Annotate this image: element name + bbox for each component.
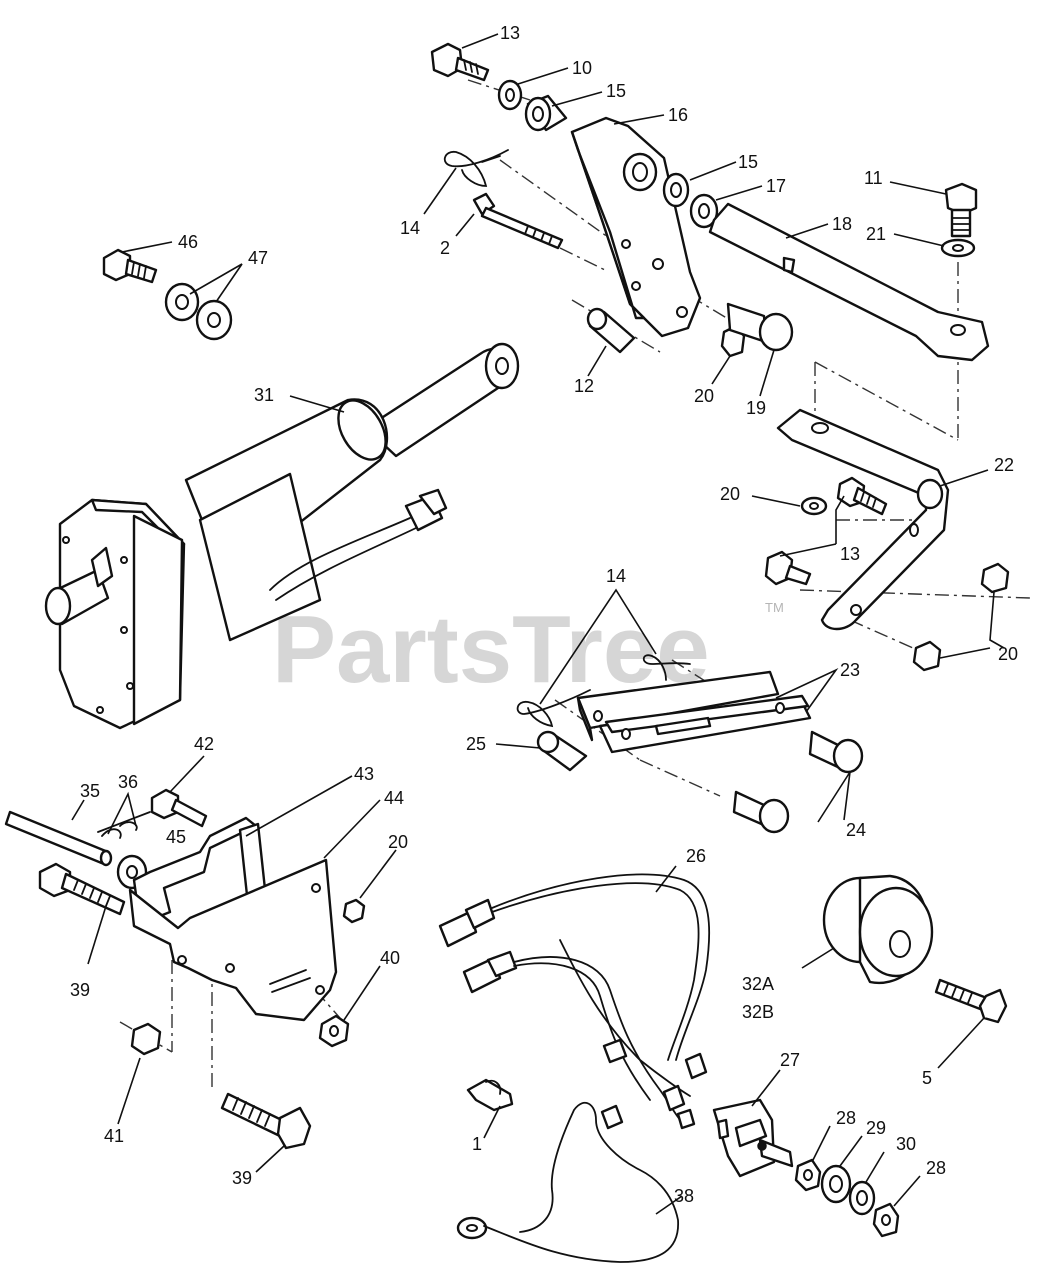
- callout-38: 38: [674, 1186, 694, 1206]
- callout-31: 31: [254, 385, 274, 405]
- callout-30: 30: [896, 1134, 916, 1154]
- bushing-15-top: [524, 94, 568, 132]
- callout-15-right: 15: [738, 152, 758, 172]
- washer-29: [820, 1164, 852, 1204]
- callout-15-top: 15: [606, 81, 626, 101]
- washers-47: [164, 282, 233, 341]
- callout-39-lower: 39: [232, 1168, 252, 1188]
- clips-36: [97, 811, 151, 839]
- callout-46: 46: [178, 232, 198, 252]
- callout-45: 45: [166, 827, 186, 847]
- callout-5: 5: [922, 1068, 932, 1088]
- bolt-13-top: [430, 42, 490, 82]
- plates-23: [576, 670, 812, 754]
- washer-15-right: [662, 172, 690, 208]
- wire-harness-26: [438, 873, 711, 1130]
- callout-21: 21: [866, 224, 886, 244]
- callout-19: 19: [746, 398, 766, 418]
- callout-20-upper: 20: [694, 386, 714, 406]
- callouts: 13 10 15 16 15 17 11 18 21 14 2 46 47 31…: [70, 23, 1018, 1206]
- bolt-39-upper: [38, 862, 126, 916]
- callout-28-b: 28: [926, 1158, 946, 1178]
- pin-35: [4, 810, 113, 867]
- bumper-32: [822, 874, 934, 985]
- bolt-46: [102, 248, 158, 284]
- bracket-22: [776, 408, 950, 631]
- pin-19: [726, 302, 794, 352]
- callout-25: 25: [466, 734, 486, 754]
- callout-36: 36: [118, 772, 138, 792]
- clamp-1: [466, 1078, 514, 1112]
- bolt-42: [150, 788, 208, 828]
- bracket-44: [128, 858, 338, 1022]
- bolt-2: [472, 192, 564, 250]
- callout-20-bracket: 20: [720, 484, 740, 504]
- nut-20-lower: [342, 898, 366, 924]
- callout-13-top: 13: [500, 23, 520, 43]
- nut-28-b: [872, 1202, 900, 1238]
- callout-40: 40: [380, 948, 400, 968]
- hairpin-clip-14-top: [443, 149, 509, 187]
- bolt-39-lower: [220, 1092, 312, 1150]
- nut-20-bracket: [800, 496, 828, 516]
- arm-16: [570, 116, 702, 338]
- callout-14-top: 14: [400, 218, 420, 238]
- link-rod-18: [708, 202, 990, 362]
- callout-47: 47: [248, 248, 268, 268]
- callout-29: 29: [866, 1118, 886, 1138]
- nut-28-a: [794, 1158, 822, 1192]
- callout-35: 35: [80, 781, 100, 801]
- switch-27: [712, 1098, 794, 1178]
- callout-20-lower: 20: [388, 832, 408, 852]
- callout-24: 24: [846, 820, 866, 840]
- bolt-5: [934, 978, 1008, 1024]
- callout-32a: 32A: [742, 974, 774, 994]
- callout-16: 16: [668, 105, 688, 125]
- washer-21: [940, 238, 976, 258]
- watermark-trademark: TM: [765, 600, 784, 615]
- bolt-13-middle: [764, 476, 888, 586]
- callout-39-upper: 39: [70, 980, 90, 1000]
- callout-13-middle: 13: [840, 544, 860, 564]
- callout-28-a: 28: [836, 1108, 856, 1128]
- pins-24: [732, 730, 864, 834]
- callout-32b: 32B: [742, 1002, 774, 1022]
- callout-20-right: 20: [998, 644, 1018, 664]
- actuator-31: [44, 342, 520, 730]
- callout-43: 43: [354, 764, 374, 784]
- callout-2: 2: [440, 238, 450, 258]
- watermark-text: PartsTree: [272, 596, 710, 703]
- nut-40: [318, 1014, 350, 1048]
- callout-11: 11: [864, 168, 883, 188]
- hairpin-clip-14-lower: [516, 654, 691, 728]
- washer-30: [848, 1180, 876, 1216]
- callout-18: 18: [832, 214, 852, 234]
- ground-wire-38: [456, 1101, 679, 1263]
- callout-27: 27: [780, 1050, 800, 1070]
- washer-17: [689, 193, 719, 229]
- callout-17: 17: [766, 176, 786, 196]
- spacer-25: [536, 730, 588, 772]
- callout-26: 26: [686, 846, 706, 866]
- spacer-12: [586, 307, 636, 354]
- callout-1: 1: [472, 1134, 482, 1154]
- callout-42: 42: [194, 734, 214, 754]
- callout-10: 10: [572, 58, 592, 78]
- callout-12: 12: [574, 376, 594, 396]
- nut-41: [130, 1022, 162, 1056]
- callout-41: 41: [104, 1126, 124, 1146]
- callout-23: 23: [840, 660, 860, 680]
- leader-lines: [71, 33, 1005, 1215]
- callout-14-lower: 14: [606, 566, 626, 586]
- callout-44: 44: [384, 788, 404, 808]
- bolt-11: [944, 182, 978, 238]
- callout-22: 22: [994, 455, 1014, 475]
- washer-10: [497, 79, 523, 111]
- watermark: PartsTree TM: [272, 596, 784, 703]
- nuts-20-right: [912, 562, 1010, 672]
